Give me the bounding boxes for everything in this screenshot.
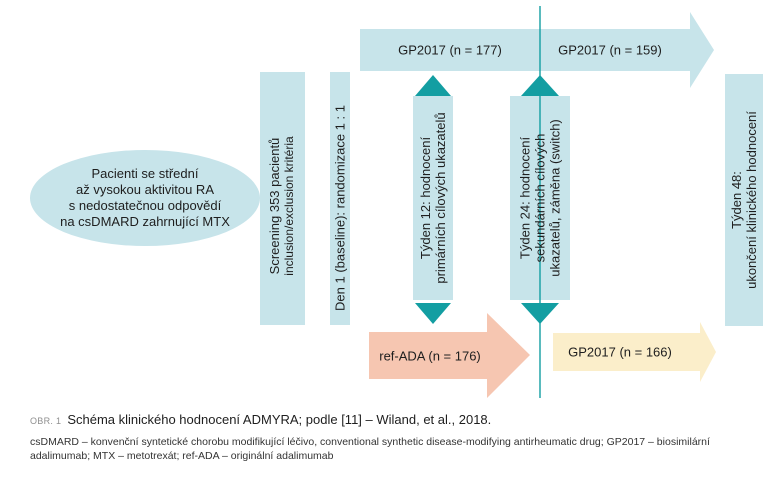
week24-line-3: ukazatelů, záměna (switch) <box>547 119 563 277</box>
week48-box <box>725 74 763 326</box>
week12-up-triangle <box>415 75 451 96</box>
oval-line-2: až vysokou aktivitou RA <box>75 182 214 197</box>
screening-box <box>260 72 305 325</box>
week12-label: Týden 12: hodnocení primárních cílových … <box>418 112 448 283</box>
caption-title: Schéma klinického hodnocení ADMYRA; podl… <box>67 412 492 427</box>
week24-line-1: Týden 24: hodnocení <box>517 136 533 260</box>
week24-line-2: sekundárních cílových <box>532 133 548 263</box>
day1-label: Den 1 (baseline): randomizace 1 : 1 <box>333 105 348 311</box>
oval-line-1: Pacienti se střední <box>91 166 199 181</box>
week48-line-2: ukončení klinického hodnocení <box>744 111 759 289</box>
screening-label: Screening 353 pacientů inclusion/exclusi… <box>267 136 297 275</box>
figure-number: OBR. 1 <box>30 416 62 426</box>
oval-line-4: na csDMARD zahrnující MTX <box>60 214 230 229</box>
week48-label: Týden 48: ukončení klinického hodnocení <box>729 111 759 289</box>
ref-ada-label: ref-ADA (n = 176) <box>379 348 481 364</box>
week12-box <box>413 96 453 300</box>
screening-line-1: Screening 353 pacientů <box>267 137 282 275</box>
ref-ada-arrow <box>369 313 530 398</box>
week12-down-triangle <box>415 303 451 324</box>
patient-population-label: Pacienti se střední až vysokou aktivitou… <box>30 150 260 246</box>
week12-line-2: primárních cílových ukazatelů <box>433 112 448 284</box>
week48-line-1: Týden 48: <box>729 171 744 229</box>
day1-text: Den 1 (baseline): randomizace 1 : 1 <box>332 105 348 311</box>
gp2017-bottom-arrow <box>553 322 716 382</box>
caption-legend: csDMARD – konvenční syntetické chorobu m… <box>30 436 710 462</box>
screening-line-2: inclusion/exclusion kritéria <box>282 136 296 276</box>
gp2017-top-right-label: GP2017 (n = 159) <box>558 42 662 58</box>
day1-box <box>330 72 350 325</box>
week12-line-1: Týden 12: hodnocení <box>418 136 433 260</box>
gp2017-top-arrow <box>360 12 714 88</box>
caption-title-row: OBR. 1 Schéma klinického hodnocení ADMYRA… <box>30 412 770 427</box>
gp2017-bottom-label: GP2017 (n = 166) <box>568 344 672 360</box>
patient-population-oval <box>30 150 260 246</box>
oval-line-3: s nedostatečnou odpovědí <box>68 198 222 213</box>
figure-caption: OBR. 1 Schéma klinického hodnocení ADMYRA… <box>30 412 770 463</box>
gp2017-top-left-label: GP2017 (n = 177) <box>398 42 502 58</box>
week24-label: Týden 24: hodnocení sekundárních cílovýc… <box>518 119 563 277</box>
